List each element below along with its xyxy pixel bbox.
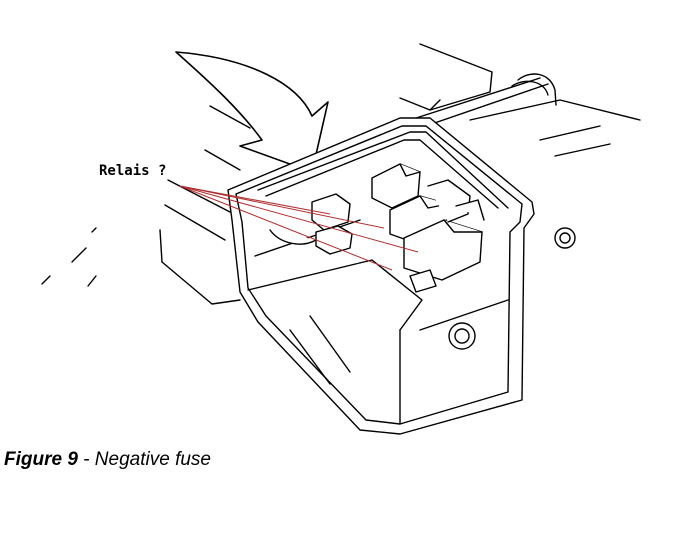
- background-lines: [41, 43, 641, 305]
- bolt-right: [554, 227, 576, 249]
- relay-blocks: [269, 163, 485, 293]
- caption-separator: -: [77, 449, 95, 470]
- figure-caption: Figure 9 - Negative fuse: [4, 449, 211, 471]
- annotation-leader-lines: [179, 185, 419, 271]
- figure-number: Figure 9: [4, 449, 78, 470]
- relay-annotation-label: Relais ?: [99, 163, 167, 179]
- bolt-front: [448, 322, 476, 350]
- caption-text: Negative fuse: [94, 449, 211, 470]
- fuse-box-body: [227, 117, 535, 435]
- pointer-arrow: [175, 51, 329, 173]
